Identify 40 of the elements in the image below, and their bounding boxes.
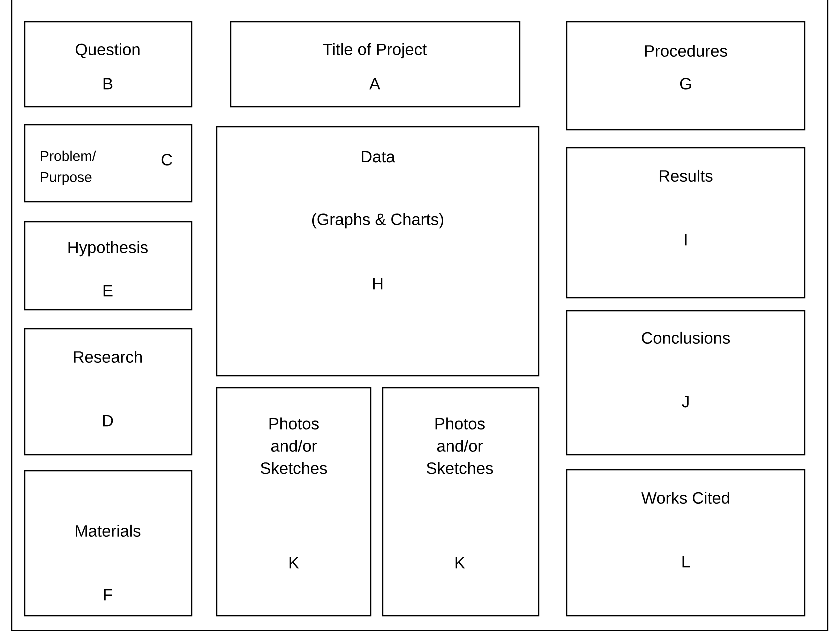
box-label: Research — [74, 350, 142, 364]
text-box — [216, 387, 372, 617]
text-box — [216, 126, 540, 377]
box-label: I — [685, 234, 687, 246]
text-box — [24, 221, 193, 311]
box-label: C — [162, 154, 172, 166]
box-label: B — [104, 78, 113, 90]
box-label: Data — [362, 151, 396, 163]
text-box — [24, 124, 193, 203]
box-label: E — [104, 285, 113, 297]
box-label: Works Cited — [642, 492, 730, 504]
text-box — [230, 21, 521, 108]
box-label: Conclusions — [642, 332, 730, 344]
box-label: Problem/ Purpose — [41, 150, 96, 186]
box-label: D — [103, 415, 114, 427]
text-box — [566, 21, 806, 131]
box-label: Photos and/or Sketches — [261, 418, 328, 474]
text-box — [566, 469, 806, 617]
box-label: J — [682, 396, 689, 408]
box-label: A — [370, 78, 380, 90]
box-label: Hypothesis — [68, 241, 148, 257]
box-label: (Graphs & Charts) — [312, 213, 444, 229]
box-label: K — [290, 557, 300, 569]
box-label: G — [680, 78, 692, 90]
box-label: L — [682, 556, 690, 568]
text-box — [24, 328, 193, 456]
box-label: F — [104, 589, 112, 601]
box-label: H — [373, 278, 383, 290]
text-box — [24, 470, 193, 617]
box-label: Results — [660, 170, 713, 182]
box-label: Photos and/or Sketches — [427, 418, 494, 474]
text-box — [566, 310, 806, 456]
text-box — [24, 21, 193, 108]
text-box — [382, 387, 540, 617]
box-label: Materials — [76, 524, 141, 538]
box-label: Question — [76, 44, 140, 58]
text-box — [566, 147, 806, 299]
box-label: K — [456, 557, 466, 569]
box-label: Procedures — [645, 44, 728, 58]
box-label: Title of Project — [323, 43, 427, 59]
